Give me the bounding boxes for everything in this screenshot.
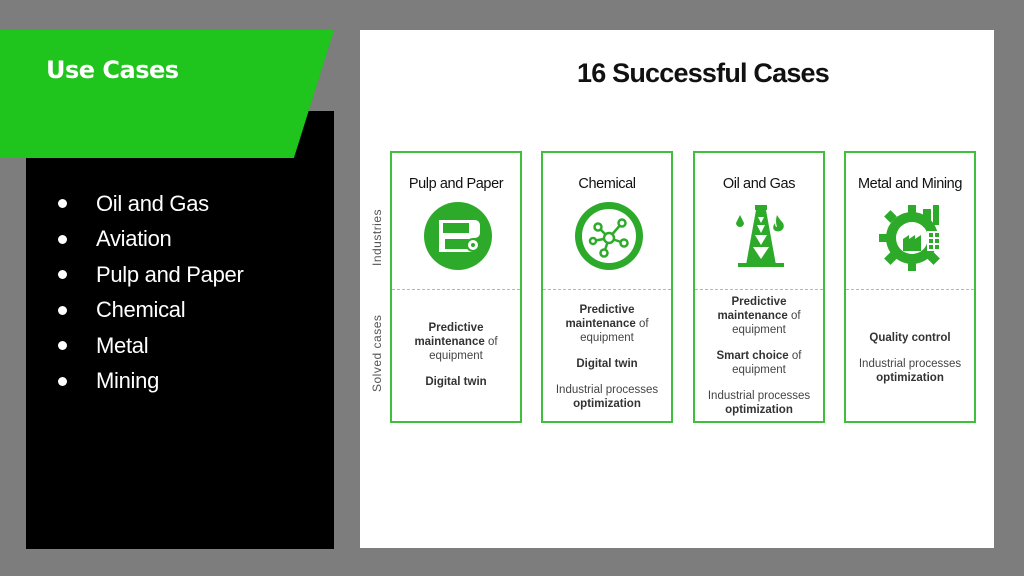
card-title: Pulp and Paper xyxy=(408,176,504,192)
solved-cases: Quality control Industrial processes opt… xyxy=(858,332,962,384)
paper-roll-icon xyxy=(424,202,492,270)
card-divider xyxy=(543,289,671,290)
solved-cases-label: Solved cases xyxy=(370,314,384,392)
card-title: Oil and Gas xyxy=(722,176,796,192)
solved-cases: Predictive maintenance of equipment Smar… xyxy=(707,296,811,416)
card-divider xyxy=(695,289,823,290)
bullet-panel xyxy=(26,111,334,549)
title-banner xyxy=(0,30,334,158)
panel-title: 16 Successful Cases xyxy=(577,58,830,88)
card-title: Metal and Mining xyxy=(857,176,963,192)
bullet-icon xyxy=(58,199,67,209)
card-title: Chemical xyxy=(578,176,636,192)
oil-rig-icon xyxy=(736,205,784,267)
card-divider xyxy=(392,289,520,290)
slide-title: Use Cases xyxy=(46,56,179,84)
molecule-icon xyxy=(575,202,643,270)
bullet-icon xyxy=(58,341,67,351)
list-item: Metal xyxy=(58,328,243,364)
bullet-icon xyxy=(58,234,67,244)
bullet-icon xyxy=(58,376,67,386)
cases-image-panel: 16 Successful Cases Industries Solved ca… xyxy=(360,30,994,548)
list-item: Mining xyxy=(58,364,243,400)
solved-cases: Predictive maintenance of equipment Digi… xyxy=(414,322,498,388)
bullet-icon xyxy=(58,305,67,315)
use-case-list: Oil and Gas Aviation Pulp and Paper Chem… xyxy=(58,186,244,400)
card-divider xyxy=(846,289,974,290)
list-item: Aviation xyxy=(58,222,243,258)
industry-card-pulp-paper: Pulp and Paper Predictive maintenance of… xyxy=(390,151,522,423)
industry-card-metal-mining: Metal and Mining Qu xyxy=(844,151,976,423)
list-item: Oil and Gas xyxy=(58,186,243,222)
solved-cases: Predictive maintenance of equipment Digi… xyxy=(555,304,659,410)
list-item: Pulp and Paper xyxy=(58,257,244,293)
bullet-icon xyxy=(58,270,67,280)
industry-card-chemical: Chemical Predictive maintenance o xyxy=(541,151,673,423)
list-item: Chemical xyxy=(58,293,243,329)
industry-card-oil-gas: Oil and Gas Predictive maintenance of eq… xyxy=(693,151,825,423)
industries-label: Industries xyxy=(370,208,384,266)
factory-gear-icon xyxy=(879,205,945,271)
